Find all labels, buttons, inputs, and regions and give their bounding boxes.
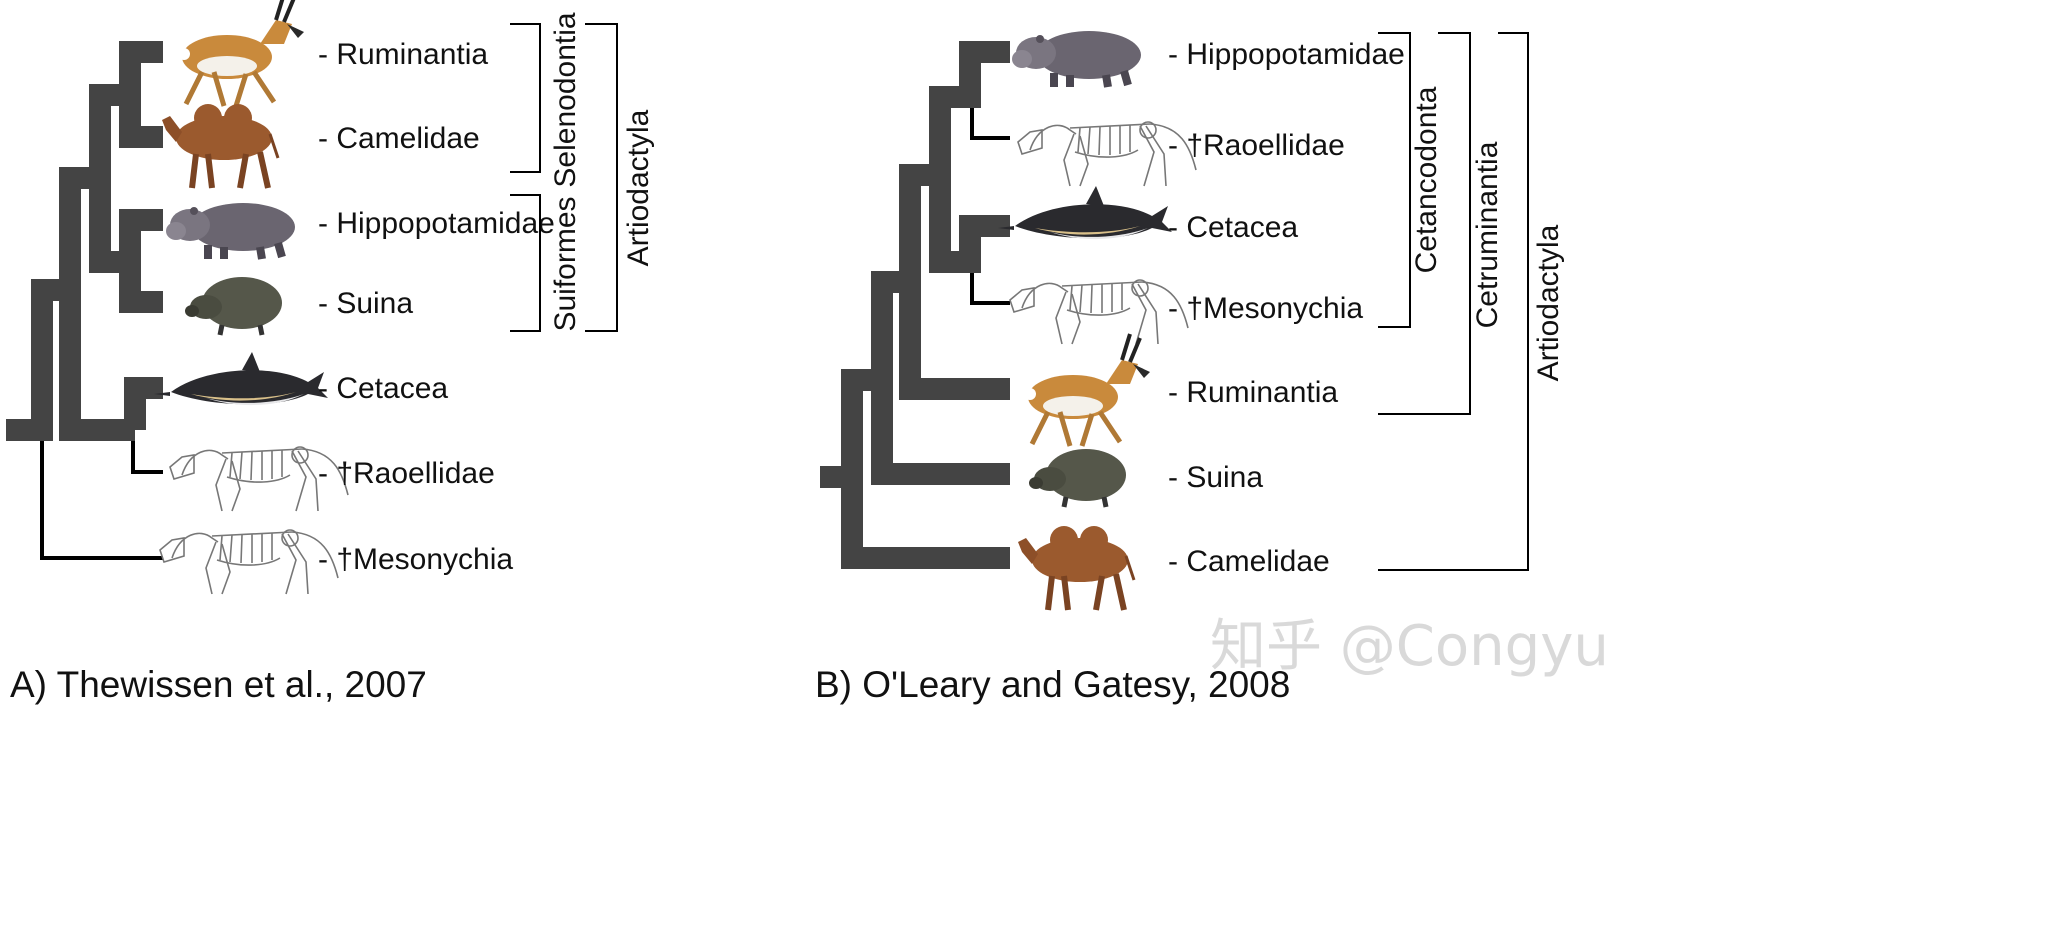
clade-label-artiodactyla: Artiodactyla: [1532, 224, 1565, 381]
clade-label-suiformes: Suiformes: [549, 196, 582, 331]
branch-raoellidae: [131, 441, 163, 474]
bracket-artiodactyla-b: [1378, 32, 1529, 571]
dolphin-icon: [154, 352, 328, 406]
panel-a: - Ruminantia - Camelidae - Hippopotamida…: [6, 0, 655, 705]
taxon-label: - Cetacea: [1168, 211, 1298, 244]
branch-hippo-suina: [119, 209, 163, 313]
clade-label-artiodactyla: Artiodactyla: [622, 109, 655, 266]
taxon-label: - Camelidae: [318, 122, 480, 155]
antelope-icon: [1024, 334, 1150, 446]
panel-b: - Hippopotamidae - †Raoellidae - Cetacea…: [815, 31, 1565, 705]
taxon-label: - Suina: [1168, 461, 1263, 494]
panel-a-clade-brackets: Selenodontia Suiformes Artiodactyla: [510, 12, 655, 332]
clade-label-selenodontia: Selenodontia: [549, 12, 582, 187]
peccary-icon: [1029, 449, 1126, 507]
camel-icon: [1018, 526, 1134, 610]
skeleton-icon: [159, 529, 339, 595]
clade-label-cetancodonta: Cetancodonta: [1410, 86, 1443, 273]
taxon-label: - †Raoellidae: [1168, 129, 1345, 162]
taxon-label: - Hippopotamidae: [1168, 38, 1405, 71]
branch-mesonychia-b: [970, 273, 1010, 305]
branch-mesonychia: [40, 441, 163, 560]
clade-label-cetruminantia: Cetruminantia: [1471, 141, 1504, 328]
branch-raoellidae-b: [970, 108, 1010, 140]
watermark: 知乎 @Congyu: [1210, 614, 1609, 679]
panel-b-clade-brackets: Cetancodonta Cetruminantia Artiodactyla: [1378, 32, 1565, 571]
panel-b-tree: [820, 41, 1010, 569]
bracket-cetancodonta: [1378, 32, 1411, 328]
branch-cetacea-b: [959, 215, 1010, 262]
panel-a-tree: [6, 41, 163, 560]
branch-hippopotamidae: [959, 41, 1010, 97]
taxon-label: - Ruminantia: [318, 38, 488, 71]
branch-ruminantia-camelidae: [119, 41, 163, 148]
panel-b-labels: - Hippopotamidae - †Raoellidae - Cetacea…: [1168, 38, 1405, 578]
caption-b: B) O'Leary and Gatesy, 2008: [815, 664, 1290, 705]
hippo-icon: [1012, 31, 1141, 87]
taxon-label: - Hippopotamidae: [318, 207, 555, 240]
taxon-label: - †Raoellidae: [318, 457, 495, 490]
taxon-label: - Camelidae: [1168, 545, 1330, 578]
taxon-label: - Suina: [318, 287, 413, 320]
branch-root-a: [6, 279, 70, 441]
taxon-label: - †Mesonychia: [1168, 292, 1363, 325]
skeleton-icon: [1009, 279, 1189, 345]
bracket-suiformes: [510, 194, 541, 332]
camel-icon: [162, 104, 278, 188]
antelope-icon: [178, 0, 304, 106]
hippo-icon: [166, 203, 295, 259]
caption-a: A) Thewissen et al., 2007: [10, 664, 427, 705]
branch-cetacea: [124, 377, 163, 430]
peccary-icon: [185, 277, 282, 335]
bracket-artiodactyla: [585, 23, 618, 332]
bracket-cetruminantia: [1378, 32, 1471, 415]
panel-b-icons: [998, 31, 1197, 610]
branch-ruminantia: [899, 164, 1010, 400]
taxon-label: - Cetacea: [318, 372, 448, 405]
bracket-selenodontia: [510, 23, 541, 173]
branch-artio-cetacea: [59, 167, 135, 441]
dolphin-icon: [998, 186, 1172, 240]
panel-a-labels: - Ruminantia - Camelidae - Hippopotamida…: [318, 38, 555, 576]
taxon-label: - †Mesonychia: [318, 543, 513, 576]
taxon-label: - Ruminantia: [1168, 376, 1338, 409]
